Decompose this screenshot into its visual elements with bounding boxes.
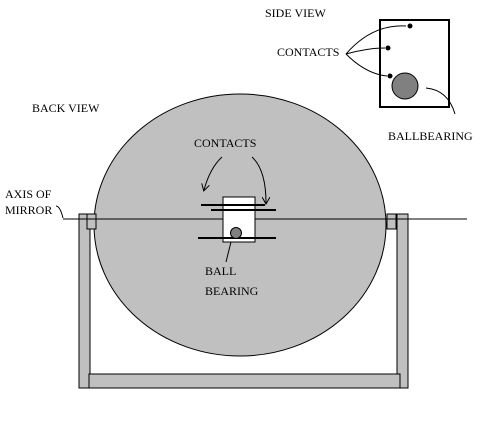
side-contacts-leaders: [345, 25, 407, 77]
side-ballbearing: [391, 72, 419, 100]
ball-label-line2: BEARING: [205, 284, 259, 298]
back-view-label: BACK VIEW: [32, 101, 100, 115]
axis-leader: [55, 205, 64, 219]
back-contacts-label: CONTACTS: [194, 136, 256, 150]
side-ballbearing-label: BALLBEARING: [388, 129, 473, 143]
frame-right-pivot: [386, 213, 397, 230]
ball-bearing: [230, 227, 242, 239]
side-contact-3: [387, 73, 393, 79]
frame-left-pivot: [86, 213, 97, 230]
side-contact-2: [385, 45, 391, 51]
axis-label-line1: AXIS OF: [5, 187, 52, 201]
frame-base-bar: [88, 373, 401, 389]
axis-label-line2: MIRROR: [5, 203, 52, 217]
frame-left-post: [78, 213, 91, 389]
ball-label-line1: BALL: [205, 264, 236, 278]
ball-label-leader: [225, 241, 232, 263]
side-contacts-label: CONTACTS: [277, 45, 339, 59]
side-ballbearing-leader: [425, 87, 456, 115]
frame-right-post: [396, 213, 409, 389]
contacts-arrow-left: [204, 156, 223, 190]
contacts-arrow-right: [251, 156, 266, 203]
side-view-label: SIDE VIEW: [265, 6, 326, 20]
side-contact-1: [407, 23, 413, 29]
